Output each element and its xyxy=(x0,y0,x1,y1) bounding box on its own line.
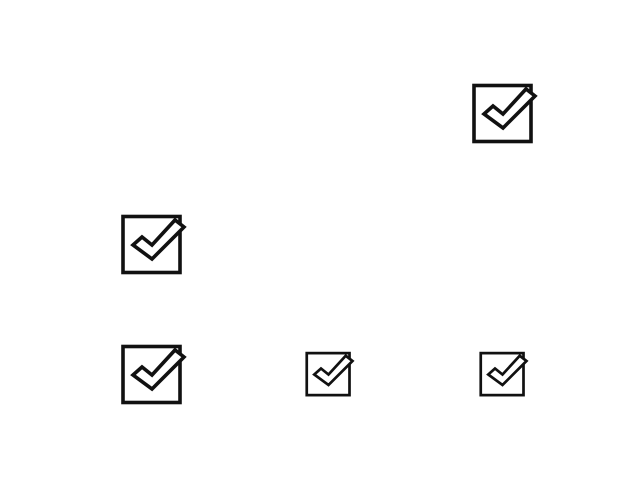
checkbox-4[interactable] xyxy=(305,349,355,397)
checkbox-1[interactable] xyxy=(472,80,538,144)
checkbox-checked-icon xyxy=(121,211,187,275)
checkbox-checked-icon xyxy=(479,349,529,397)
checkbox-3[interactable] xyxy=(121,341,187,405)
checkbox-checked-icon xyxy=(121,341,187,405)
checkbox-checked-icon xyxy=(305,349,355,397)
checkbox-2[interactable] xyxy=(121,211,187,275)
checkbox-checked-icon xyxy=(472,80,538,144)
checkbox-5[interactable] xyxy=(479,349,529,397)
